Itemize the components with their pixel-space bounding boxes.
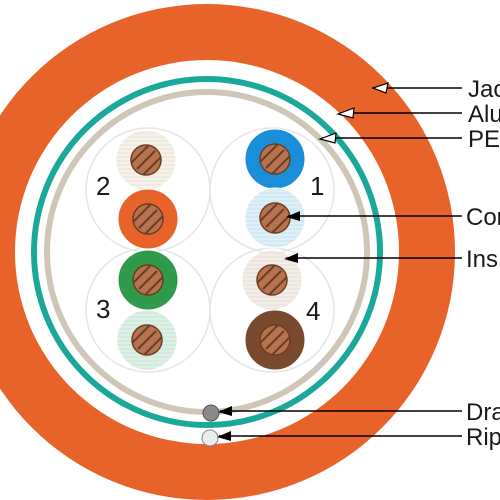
- aluminum-foil-layer: [31, 76, 383, 428]
- drain-label: Dra: [466, 399, 500, 426]
- copper-strands: [260, 144, 290, 174]
- copper-strands: [260, 203, 290, 233]
- copper-strands: [133, 204, 163, 234]
- pair-2: 2: [96, 129, 179, 250]
- conductor-label: Con: [466, 204, 500, 231]
- copper-strands: [257, 265, 287, 295]
- pair-4: 4: [241, 249, 320, 371]
- callout-leaders: [217, 82, 462, 441]
- copper-strands: [133, 265, 163, 295]
- pe-arrowhead: [318, 132, 337, 144]
- copper-strands: [260, 325, 290, 355]
- pair-1: 1: [244, 128, 324, 249]
- pair-2-number: 2: [96, 171, 110, 201]
- aluminum-label: Alu: [468, 101, 500, 128]
- aluminum-arrowhead: [336, 107, 355, 119]
- conductor-arrowhead: [286, 211, 300, 221]
- drain-arrowhead: [218, 406, 232, 416]
- jacket-inner-space: [15, 60, 399, 444]
- insulation-label: Ins: [466, 246, 498, 273]
- copper-strands: [131, 145, 161, 175]
- copper-strands: [132, 325, 162, 355]
- jacket-label: Jac: [468, 76, 500, 103]
- drain-wire: [202, 404, 220, 422]
- jacket-arrowhead: [371, 82, 389, 94]
- pair-3-number: 3: [96, 294, 110, 324]
- pair-3: 3: [96, 249, 179, 371]
- pair-4-number: 4: [306, 296, 320, 326]
- insulation-arrowhead: [284, 253, 298, 263]
- pair-1-number: 1: [310, 171, 324, 201]
- rip-cord: [201, 429, 219, 447]
- rip-label: Rip: [466, 424, 500, 451]
- rip-arrowhead: [217, 431, 231, 441]
- pe-label: PE: [468, 126, 500, 153]
